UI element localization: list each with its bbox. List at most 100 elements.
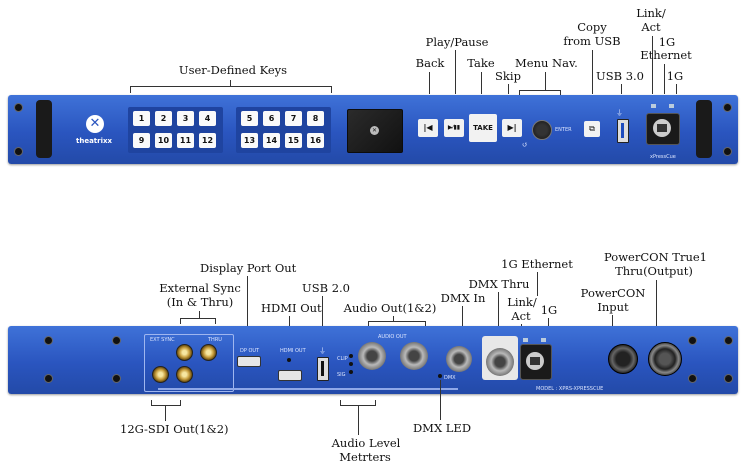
powercon-thru[interactable] (648, 342, 682, 376)
leader-powercon-input (612, 315, 613, 326)
thru-label: THRU (208, 337, 222, 343)
powercon-input[interactable] (608, 344, 638, 374)
label-link-act-rear-1: Link/ (507, 295, 537, 309)
label-audio-out: Audio Out(1&2) (343, 301, 437, 315)
hdmi-dot (287, 358, 291, 362)
rear-panel: EXT SYNC THRU DP OUT HDMI OUT ⏚ AUDIO OU… (8, 326, 738, 394)
user-key-8[interactable]: 8 (307, 111, 324, 126)
enter-label: ENTER (555, 127, 572, 133)
user-key-6[interactable]: 6 (263, 111, 280, 126)
screw-icon (723, 103, 732, 112)
user-key-7[interactable]: 7 (285, 111, 302, 126)
usb2-port[interactable] (317, 357, 329, 381)
screw-icon (14, 147, 23, 156)
label-ethernet-1g-1: 1G (658, 35, 676, 49)
label-1g-rear: 1G (540, 303, 558, 317)
rear-model-label: MODEL : XPRS-XPRESSCUE (536, 386, 604, 392)
label-hdmi-out: HDMI Out (261, 301, 322, 315)
dmx-thru-xlr[interactable] (486, 348, 514, 376)
front-display: ✕ (347, 109, 403, 153)
leader-menu-nav (545, 72, 546, 90)
hdmi-connector[interactable] (278, 370, 302, 381)
leader-audio-level (358, 405, 359, 435)
label-ethernet-1g: 1G Ethernet (501, 257, 573, 271)
user-key-13[interactable]: 13 (241, 133, 258, 148)
dmx-in-xlr[interactable] (446, 346, 472, 372)
sdi-out-2-bnc[interactable] (176, 366, 193, 383)
screw-icon (14, 103, 23, 112)
user-key-2[interactable]: 2 (155, 111, 172, 126)
user-key-11[interactable]: 11 (177, 133, 194, 148)
usb2-icon: ⏚ (319, 347, 326, 355)
user-key-3[interactable]: 3 (177, 111, 194, 126)
copy-from-usb-button[interactable]: ⧉ (584, 121, 600, 137)
label-powercon-input-1: PowerCON (580, 286, 646, 300)
user-key-12[interactable]: 12 (199, 133, 216, 148)
ethernet-port[interactable] (646, 113, 680, 145)
label-powercon-thru-2: Thru(Output) (615, 264, 693, 278)
label-audio-level-2: Metrters (339, 450, 391, 464)
display-port-connector[interactable] (237, 356, 261, 367)
audio-out-1-xlr[interactable] (358, 342, 386, 370)
rack-handle-left (36, 100, 52, 158)
label-back: Back (415, 56, 445, 70)
ext-sync-label: EXT SYNC (150, 337, 175, 343)
screw-icon (112, 374, 121, 383)
label-external-sync-2: (In & Thru) (166, 295, 234, 309)
brand-name: theatrixx (76, 137, 113, 145)
label-user-defined-keys: User-Defined Keys (178, 63, 288, 77)
ext-sync-thru-bnc[interactable] (200, 344, 217, 361)
ext-sync-in-bnc[interactable] (176, 344, 193, 361)
dmx-label: DMX (444, 375, 456, 381)
label-play-pause: Play/Pause (425, 35, 489, 49)
leader-take (481, 72, 482, 94)
clip-label: CLIP (337, 356, 348, 362)
label-display-port-out: Display Port Out (200, 261, 297, 275)
skip-button[interactable]: ▶| (502, 119, 522, 137)
front-panel: ✕ theatrixx 1 2 3 4 9 10 11 12 5 6 7 8 1… (8, 95, 738, 164)
usb-icon: ⏚ (616, 109, 623, 117)
screw-icon (44, 336, 53, 345)
user-key-5[interactable]: 5 (241, 111, 258, 126)
leader-dmx-led (440, 380, 441, 420)
label-link-act-rear-2: Act (511, 309, 531, 323)
ethernet-rear-port[interactable] (520, 344, 552, 380)
label-dmx-in: DMX In (440, 291, 486, 305)
user-key-9[interactable]: 9 (133, 133, 150, 148)
label-port-1g: 1G (666, 69, 684, 83)
back-button[interactable]: |◀ (418, 119, 438, 137)
user-key-15[interactable]: 15 (285, 133, 302, 148)
bracket-user-defined-keys (130, 86, 332, 93)
leader-usb2 (322, 296, 323, 326)
warning-strip (158, 388, 458, 390)
label-copy-from-usb-2: from USB (563, 34, 621, 48)
model-label: xPressCue (650, 154, 676, 160)
user-key-4[interactable]: 4 (199, 111, 216, 126)
bracket-sdi-out (151, 400, 181, 406)
take-button[interactable]: TAKE (469, 114, 497, 142)
leader-1g-rear (548, 318, 549, 326)
leader-play-pause (455, 50, 456, 94)
user-key-10[interactable]: 10 (155, 133, 172, 148)
leader-dmx-in (462, 306, 463, 326)
sdi-out-1-bnc[interactable] (152, 366, 169, 383)
brand-logo-icon: ✕ (86, 115, 104, 133)
usb3-port[interactable] (617, 119, 629, 143)
leader-external-sync (199, 311, 200, 318)
user-key-14[interactable]: 14 (263, 133, 280, 148)
user-key-1[interactable]: 1 (133, 111, 150, 126)
label-external-sync-1: External Sync (159, 281, 241, 295)
label-usb2: USB 2.0 (302, 281, 350, 295)
menu-nav-knob[interactable] (532, 120, 552, 140)
dp-out-label: DP OUT (240, 348, 260, 354)
screw-icon (724, 336, 733, 345)
user-key-16[interactable]: 16 (307, 133, 324, 148)
leader-user-keys (230, 80, 231, 86)
leader-1g (676, 84, 677, 94)
leader-dmx-thru (498, 292, 499, 326)
audio-out-2-xlr[interactable] (400, 342, 428, 370)
play-pause-button[interactable]: ▶⁄▮▮ (444, 119, 464, 137)
hdmi-out-label: HDMI OUT (280, 348, 306, 354)
label-usb3: USB 3.0 (596, 69, 644, 83)
dmx-led (438, 374, 442, 378)
